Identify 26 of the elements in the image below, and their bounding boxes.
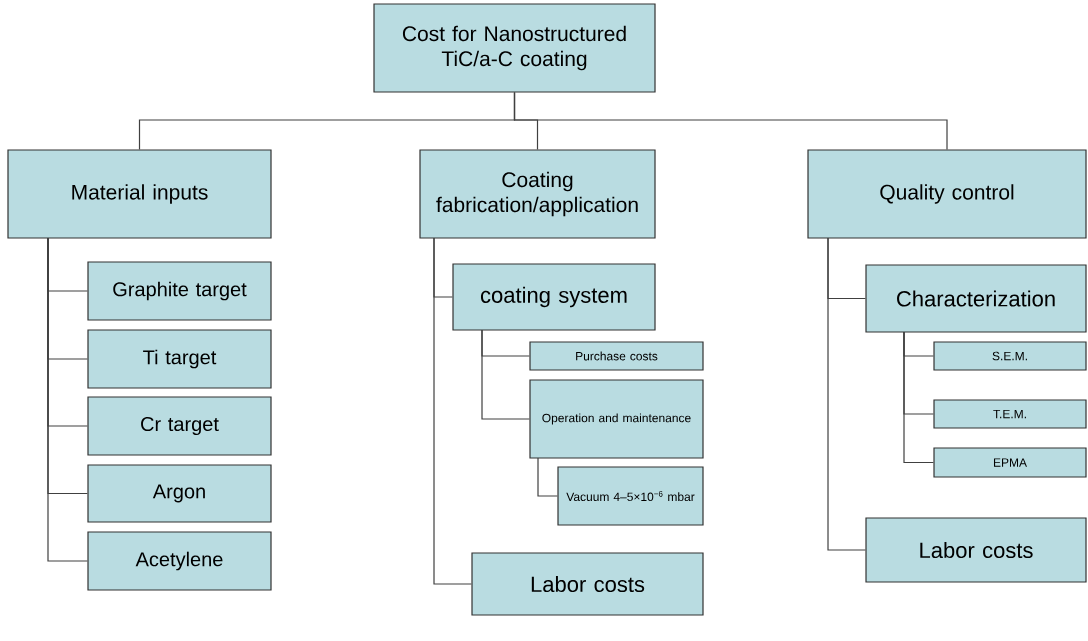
box: Ti target <box>87 329 272 389</box>
connector-line <box>47 237 88 562</box>
box: Purchase costs <box>529 341 704 371</box>
connector-line <box>537 457 558 497</box>
box: S.E.M. <box>933 341 1087 371</box>
connector-line <box>903 331 934 464</box>
connector-line <box>481 329 530 420</box>
box: Characterization <box>865 264 1087 333</box>
box: T.E.M. <box>933 399 1087 429</box>
box: Graphite target <box>87 261 272 321</box>
box: EPMA <box>933 447 1087 478</box>
box: Cr target <box>87 396 272 456</box>
box: Labor costs <box>471 552 704 616</box>
box: Cost for Nanostructured TiC/a-C coating <box>373 3 656 93</box>
connector-line <box>827 237 866 551</box>
box: Quality control <box>807 149 1087 239</box>
box: Operation and maintenance <box>529 379 704 459</box>
connector-line <box>433 237 472 585</box>
box: Argon <box>87 464 272 523</box>
box: Labor costs <box>865 517 1087 583</box>
connector-line <box>513 92 948 150</box>
box: Coating fabrication/application <box>419 149 656 239</box>
box: Acetylene <box>87 531 272 591</box>
box: coating system <box>452 263 656 331</box>
box: Material inputs <box>7 149 272 239</box>
box: Vacuum 4–5×10$^{−6}$ mbar <box>557 466 704 526</box>
